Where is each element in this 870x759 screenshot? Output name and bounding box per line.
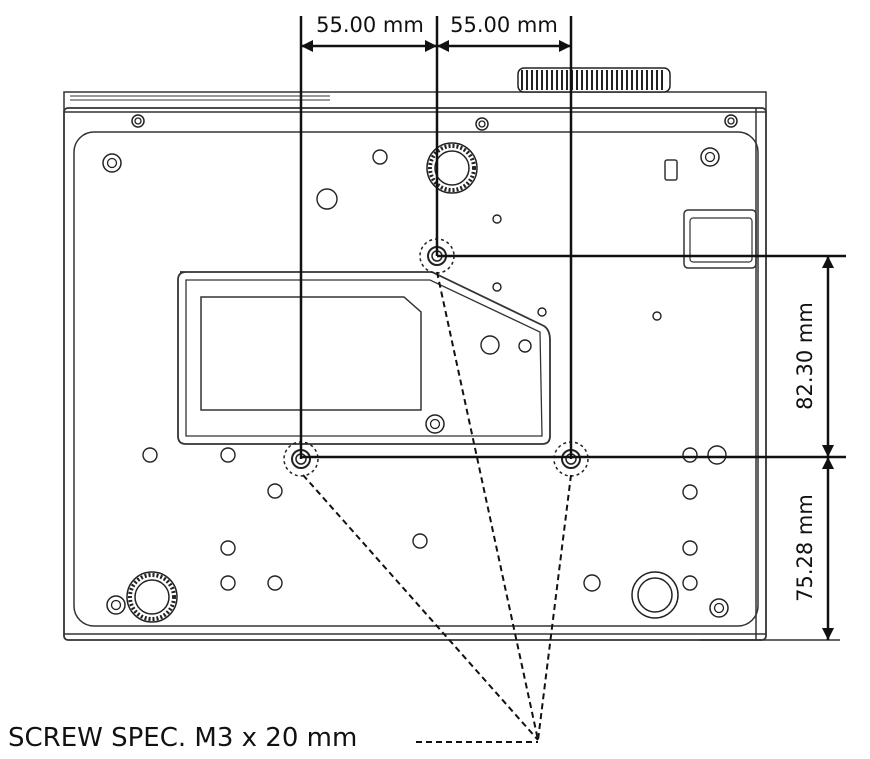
- hole: [583, 574, 601, 592]
- lamp-cover-outer: [177, 271, 551, 445]
- foot-bottom-right: [631, 571, 679, 619]
- arrow-bottom: [822, 628, 834, 640]
- hole: [412, 533, 428, 549]
- body-outline: [63, 107, 767, 641]
- hole: [316, 188, 338, 210]
- body-top-strip: [63, 91, 767, 113]
- arrow-right: [559, 40, 571, 52]
- small-screws: [102, 114, 738, 618]
- hole: [492, 214, 502, 224]
- hole: [682, 447, 698, 463]
- arrow-center-left: [425, 40, 437, 52]
- latch-inner: [689, 217, 753, 263]
- leader-left: [302, 474, 539, 741]
- arrow-center-right: [437, 40, 449, 52]
- dimension-label-vertical-upper: 82.30 mm: [793, 302, 817, 410]
- hole: [682, 540, 698, 556]
- leader-right: [537, 474, 572, 741]
- projector-body: [63, 67, 840, 641]
- screw-inner: [704, 151, 716, 163]
- screw-inner: [713, 602, 725, 614]
- arrow-left: [301, 40, 313, 52]
- dimension-label-horizontal-right: 55.00 mm: [450, 13, 558, 37]
- hole: [480, 335, 500, 355]
- hole: [518, 339, 532, 353]
- hole: [372, 149, 388, 165]
- screw-leader-lines: [302, 271, 572, 743]
- lamp-cover-window: [200, 296, 422, 411]
- screw-inner: [110, 599, 122, 611]
- arrow-mid-down: [822, 457, 834, 469]
- vertical-dimension: [301, 254, 846, 640]
- hole: [220, 575, 236, 591]
- latch-housing: [683, 209, 757, 269]
- hole: [682, 484, 698, 500]
- foot-bottom-left: [126, 571, 178, 623]
- hole: [492, 282, 502, 292]
- dimension-label-vertical-lower: 75.28 mm: [793, 494, 817, 602]
- hole: [652, 311, 662, 321]
- screw-inner: [478, 120, 486, 128]
- hole: [220, 447, 236, 463]
- hole: [142, 447, 158, 463]
- foot-top: [426, 142, 478, 194]
- hole: [682, 575, 698, 591]
- screw-inner: [106, 157, 118, 169]
- arrow-mid-up: [822, 445, 834, 457]
- plain-holes: [142, 149, 727, 592]
- hole: [220, 540, 236, 556]
- hole: [267, 483, 283, 499]
- hole: [707, 445, 727, 465]
- focus-ring: [517, 67, 671, 93]
- hole: [267, 575, 283, 591]
- inner-panel: [73, 131, 759, 627]
- arrow-top: [822, 256, 834, 268]
- dimension-label-horizontal-left: 55.00 mm: [316, 13, 424, 37]
- hole: [537, 307, 547, 317]
- lock-slot-icon: [664, 159, 678, 181]
- screw-inner: [727, 117, 735, 125]
- horizontal-dimension: [299, 16, 573, 459]
- screw-spec-label: SCREW SPEC. M3 x 20 mm: [8, 723, 357, 753]
- lamp-cover-inner: [185, 279, 543, 437]
- screw-inner: [429, 418, 441, 430]
- screw-inner: [134, 117, 142, 125]
